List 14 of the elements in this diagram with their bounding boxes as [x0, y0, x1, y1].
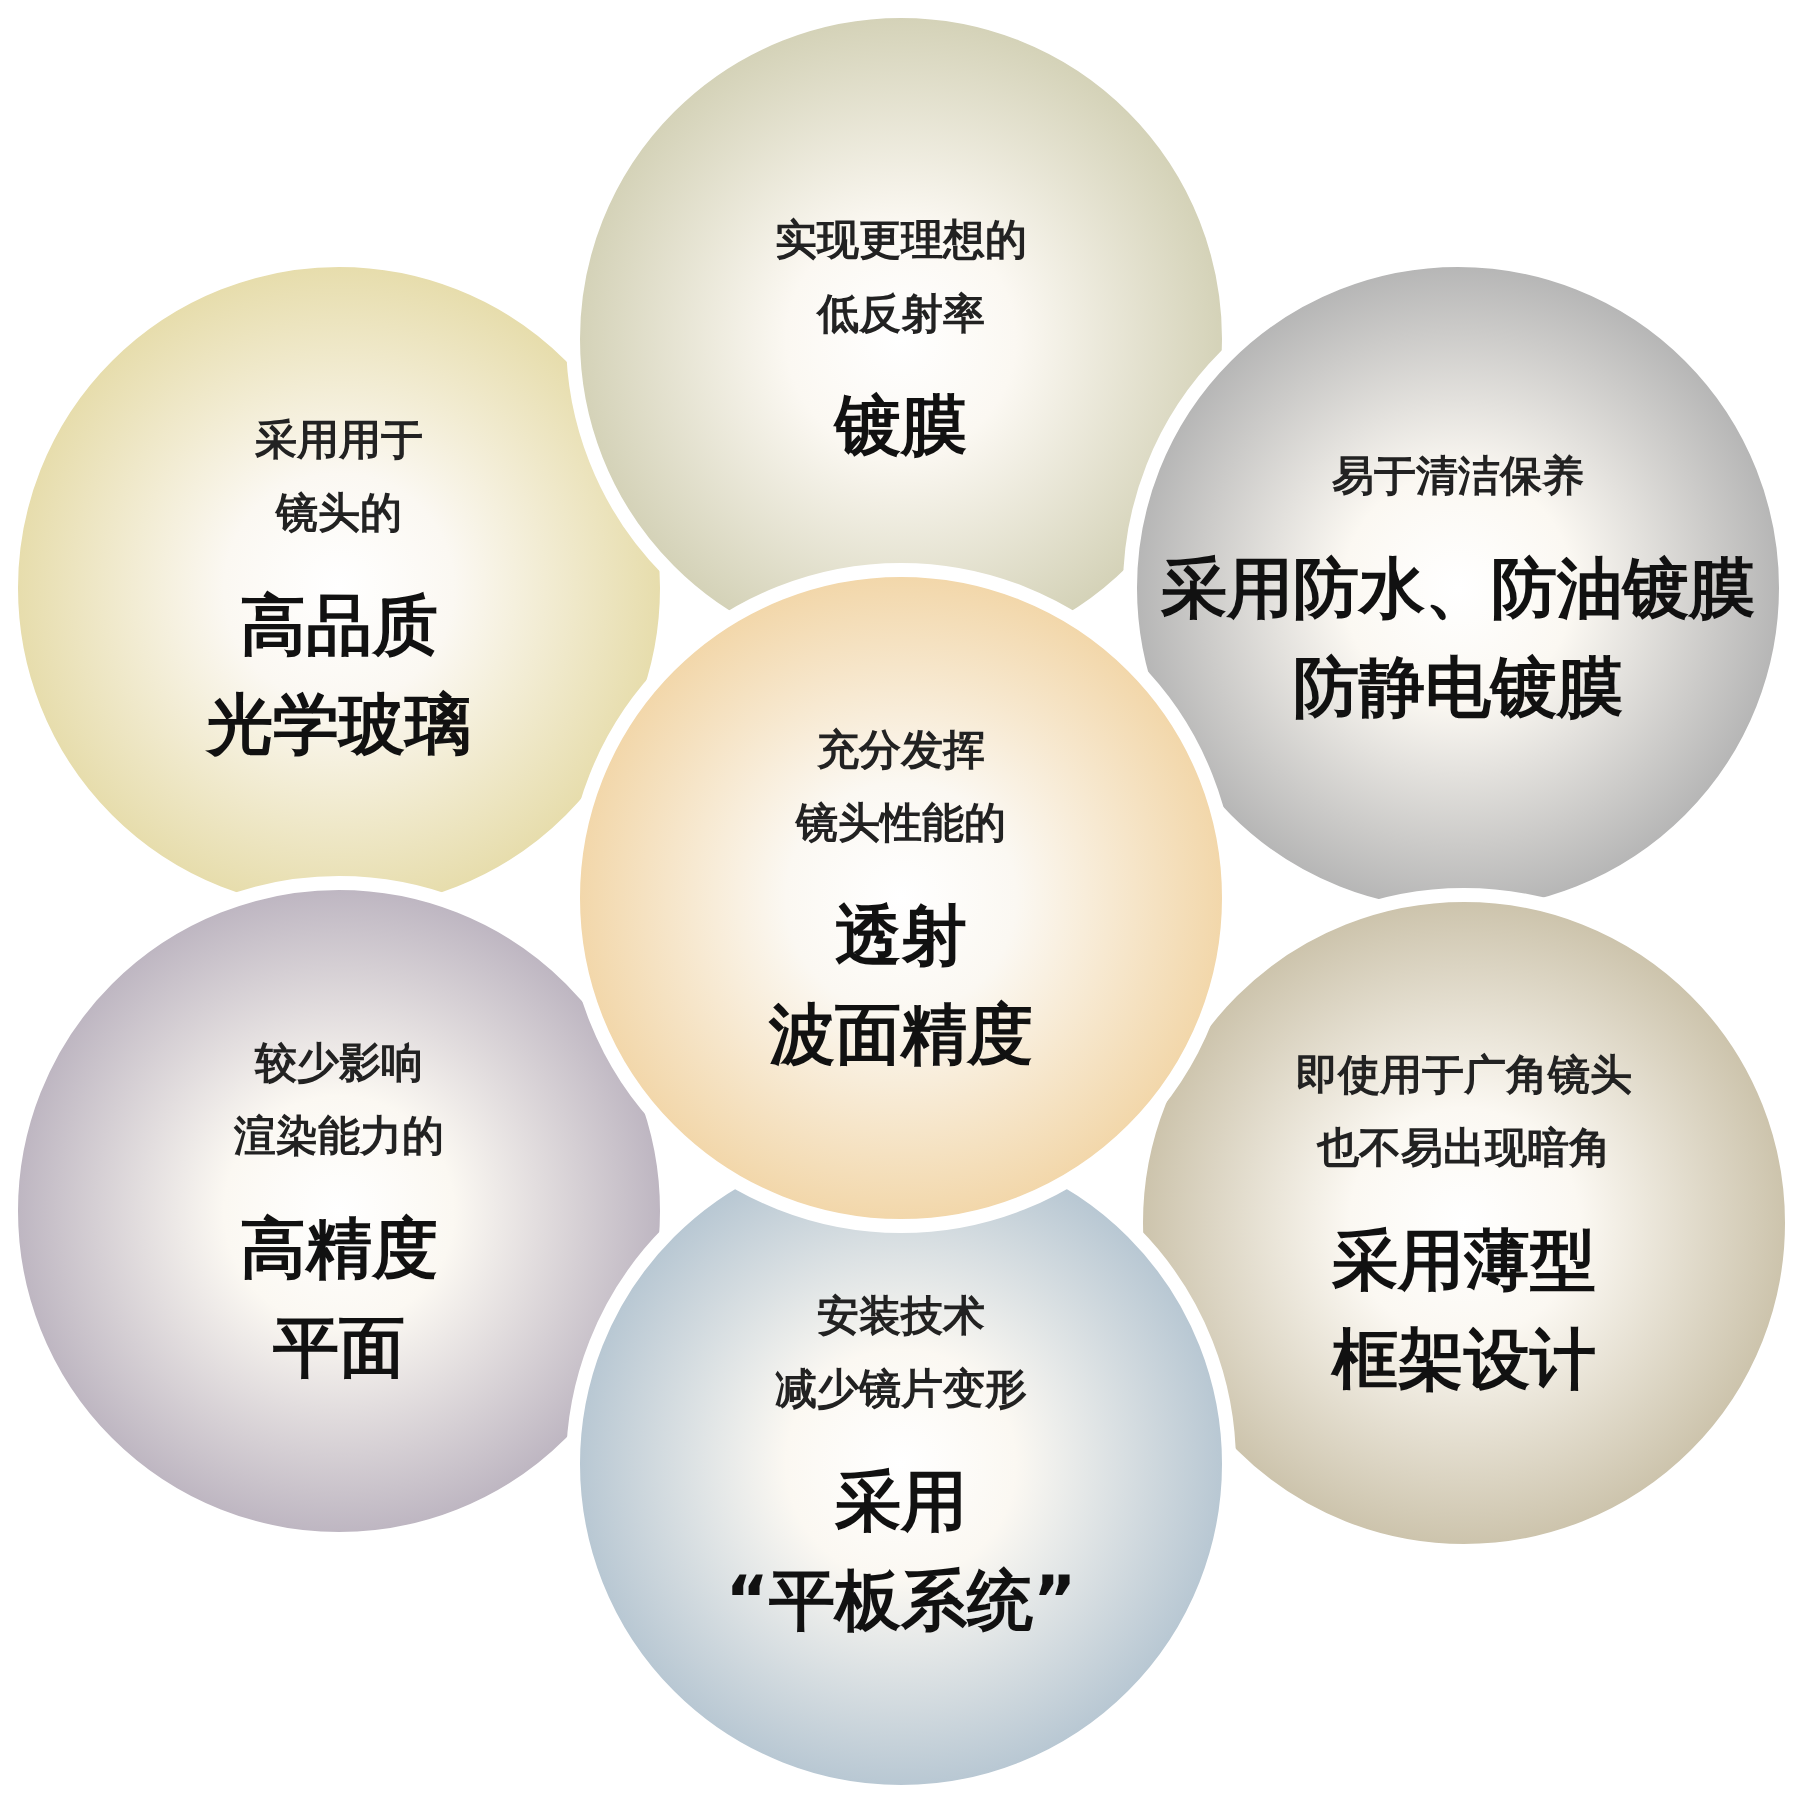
- feature-description: 充分发挥镜头性能的: [796, 723, 1006, 849]
- feature-title: 采用薄型框架设计: [1332, 1220, 1596, 1400]
- feature-title: 采用“平板系统”: [725, 1461, 1077, 1641]
- feature-description: 采用用于镜头的: [255, 413, 423, 539]
- feature-description: 实现更理想的低反射率: [775, 214, 1027, 340]
- feature-description: 较少影响渲染能力的: [234, 1036, 444, 1162]
- feature-title: 透射波面精度: [769, 895, 1033, 1075]
- feature-description: 易于清洁保养: [1332, 450, 1584, 503]
- feature-title: 高品质光学玻璃: [207, 585, 471, 765]
- feature-description: 即使用于广角镜头也不易出现暗角: [1296, 1048, 1632, 1174]
- feature-title: 镀膜: [835, 386, 967, 466]
- feature-title: 采用防水、防油镀膜防静电镀膜: [1161, 548, 1755, 728]
- feature-title: 高精度平面: [240, 1208, 438, 1388]
- feature-description: 安装技术减少镜片变形: [775, 1289, 1027, 1415]
